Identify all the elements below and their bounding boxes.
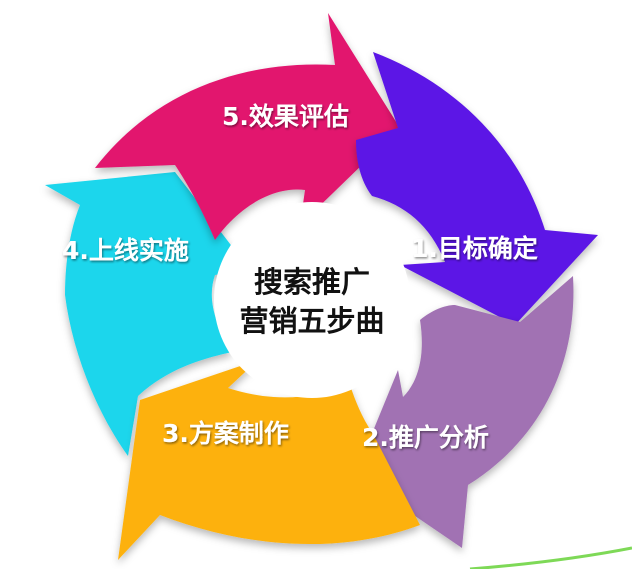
step-label-4: 4.上线实施 xyxy=(62,236,189,265)
step-label-5: 5.效果评估 xyxy=(222,102,349,131)
step-label-1: 1.目标确定 xyxy=(411,234,538,263)
center-title-line2: 营销五步曲 xyxy=(239,304,384,338)
segment-5-arrow xyxy=(95,13,400,240)
segment-1-arrow xyxy=(356,52,598,325)
center-title-line1: 搜索推广 xyxy=(254,265,370,299)
segment-2-arrow xyxy=(355,276,574,548)
segment-4-arrow xyxy=(45,172,250,456)
segment-3-arrow xyxy=(118,360,420,560)
accent-line xyxy=(469,546,632,569)
center-circle xyxy=(214,202,410,398)
step-label-3: 3.方案制作 xyxy=(162,419,289,448)
step-label-2: 2.推广分析 xyxy=(362,423,489,452)
